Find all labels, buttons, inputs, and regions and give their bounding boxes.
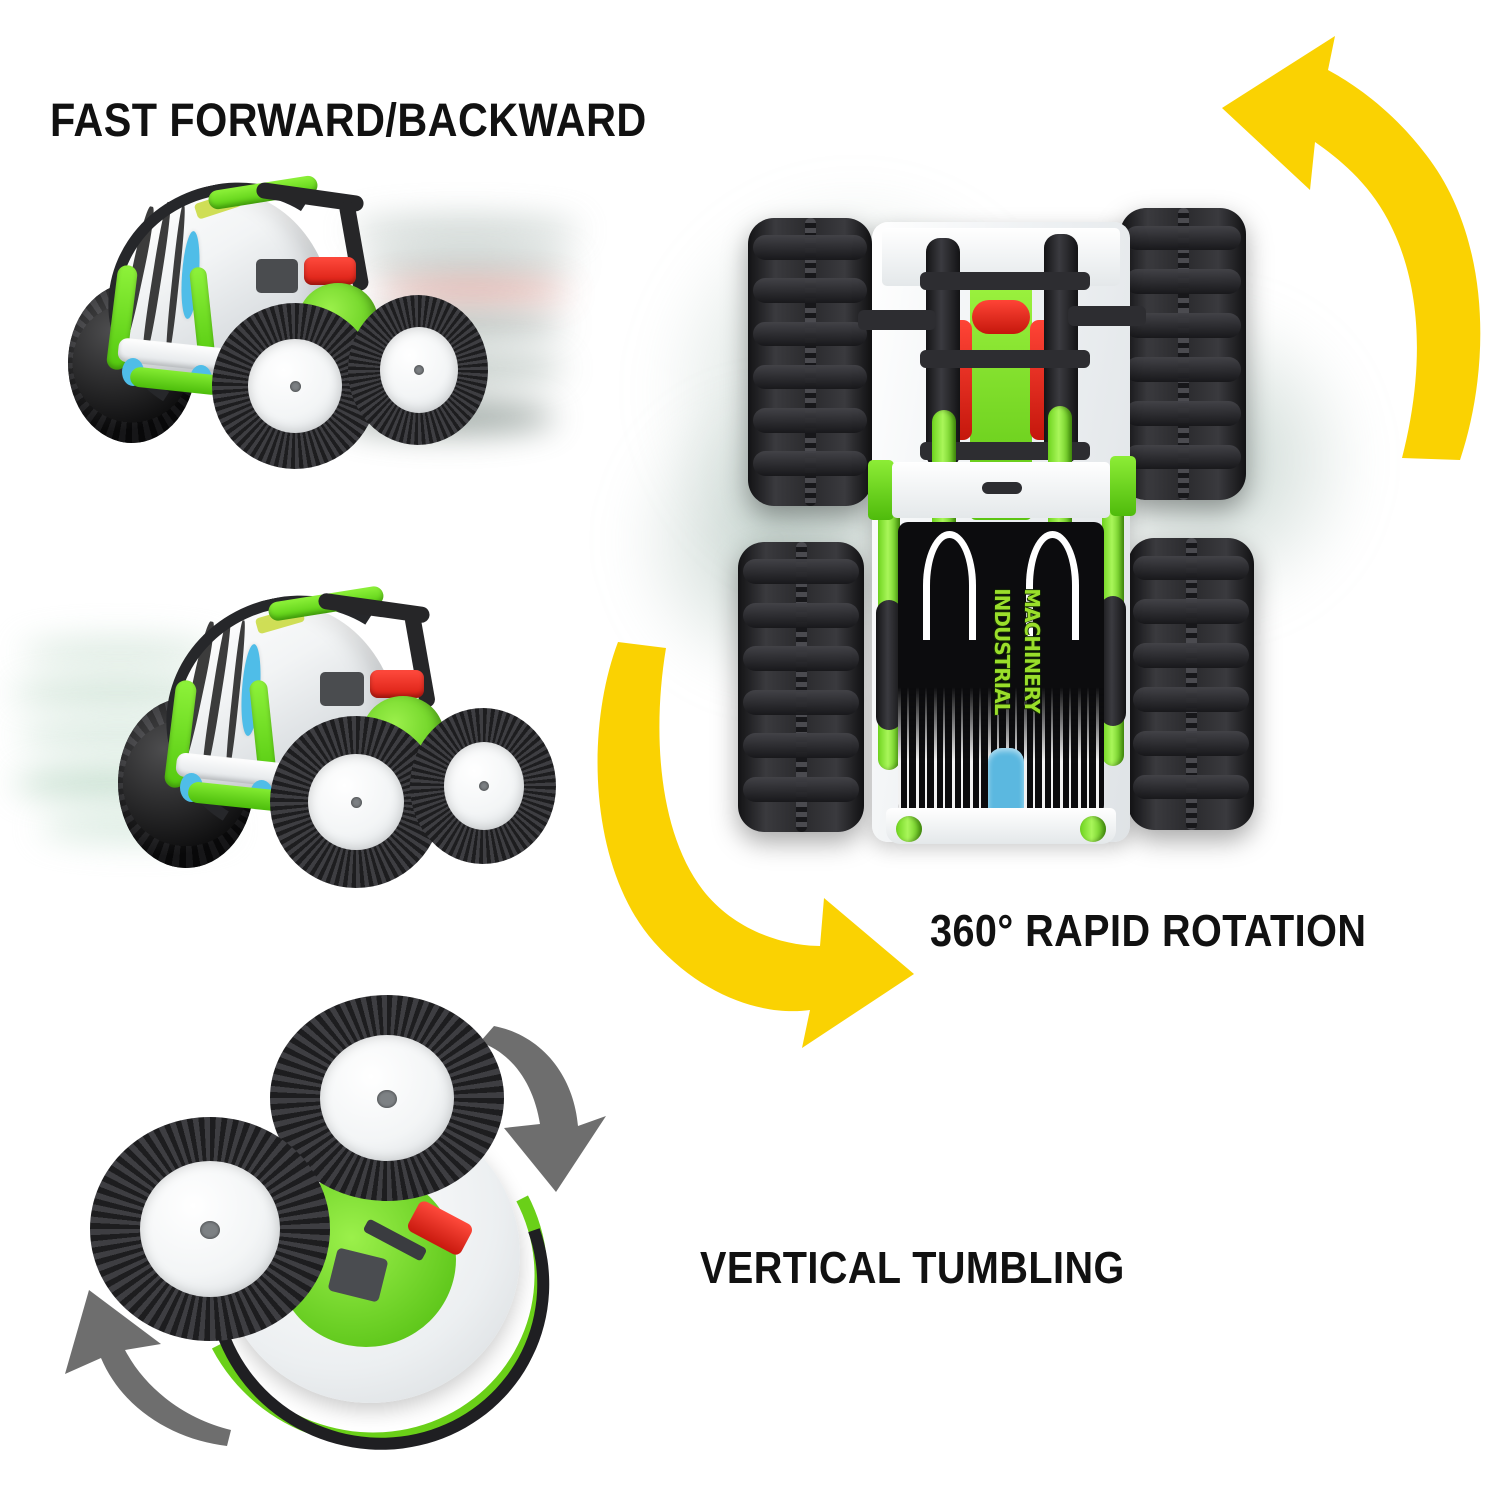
red-knob [972,300,1030,334]
hood-swoosh-left [922,531,976,640]
tire-front-right [1120,208,1246,500]
black-pad-lower-right [1100,596,1126,726]
cross-brace [920,350,1090,368]
caption-rapid-rotation: 360° RAPID ROTATION [930,905,1367,956]
black-pad-lower-left [876,600,902,730]
green-side-skirt-right [1110,456,1136,516]
axle-bar-left [858,310,936,330]
deck-slot [982,482,1022,494]
grey-connector [256,259,298,293]
tumble-wheel-hub-pin [200,1221,220,1239]
photo-car-fast-forward [60,159,580,505]
grey-connector [320,672,364,706]
decal-industrial: INDUSTRIAL [990,588,1015,715]
arrow-rotation-top-right [1222,36,1481,460]
photo-car-tumbling [70,995,607,1507]
wheel-hub-pin [351,797,362,808]
front-bumper-plate [886,808,1116,844]
tumble-wheel-hub-pin [377,1090,397,1108]
motion-blur-streak [360,253,575,275]
tire-rear-left [738,542,864,832]
rc-car-body [30,571,560,910]
red-plug [370,670,424,698]
photo-car-topdown: INDUSTRIAL MACHINERY [610,160,1380,880]
cross-brace [920,442,1090,460]
bumper-green-cap-right [1080,816,1106,842]
green-side-skirt-left [868,460,894,520]
rc-car-body [60,159,560,505]
wheel-hub-pin [479,781,489,791]
red-plug [304,257,356,285]
wheel-hub-pin [290,381,301,392]
arrow-tumble-up-left [65,1290,231,1446]
wheel-hub-pin [414,365,424,375]
cross-brace [920,272,1090,290]
axle-bar-right [1068,306,1146,326]
tire-front-left [748,218,872,506]
arrow-tumble-down-right [480,1026,606,1192]
caption-vertical-tumbling: VERTICAL TUMBLING [700,1242,1125,1293]
bumper-green-cap-left [896,816,922,842]
photo-car-backward [10,571,560,910]
tire-rear-right [1128,538,1254,830]
motion-blur-streak [350,217,580,243]
hood-swoosh-right [1025,531,1079,640]
decal-machinery: MACHINERY [1020,588,1045,713]
arrow-rotation-bottom-left [597,642,914,1048]
motion-blur-streak [20,638,220,666]
caption-fast-forward-backward: FAST FORWARD/BACKWARD [50,93,647,146]
